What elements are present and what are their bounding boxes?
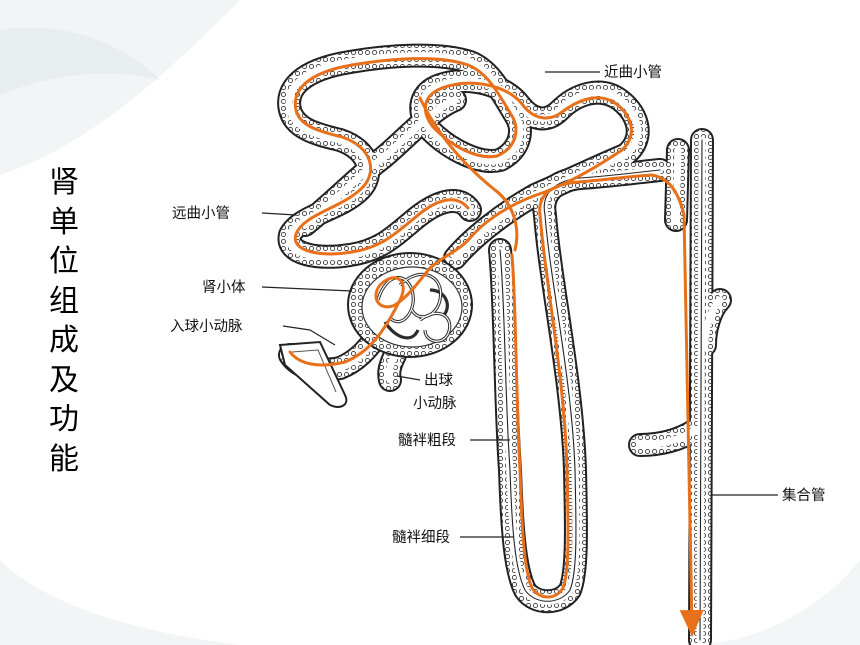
label-efferent-arteriole-2: 小动脉: [413, 395, 457, 412]
title-char: 能: [49, 441, 79, 477]
label-afferent-arteriole: 入球小动脉: [170, 318, 243, 335]
label-distal-tubule: 远曲小管: [172, 205, 230, 222]
label-thin-loop: 髓袢细段: [392, 529, 450, 546]
renal-corpuscle: [347, 252, 473, 358]
title-char: 功: [49, 402, 79, 437]
page-title: 肾 单 位 组 成 及 功 能: [44, 163, 84, 479]
label-proximal-tubule: 近曲小管: [604, 64, 662, 81]
label-renal-corpuscle: 肾小体: [202, 279, 246, 296]
title-char: 成: [49, 323, 79, 358]
label-collecting-duct: 集合管: [782, 487, 826, 504]
leader-lines: [261, 71, 778, 538]
title-char: 单: [49, 204, 79, 240]
filtrate-flow-path: [288, 57, 704, 637]
title-char: 组: [49, 283, 79, 319]
label-thick-loop: 髓袢粗段: [398, 432, 456, 449]
title-char: 位: [49, 244, 79, 279]
title-char: 及: [49, 362, 79, 398]
title-char: 肾: [49, 165, 79, 200]
label-efferent-arteriole-1: 出球: [424, 372, 453, 389]
